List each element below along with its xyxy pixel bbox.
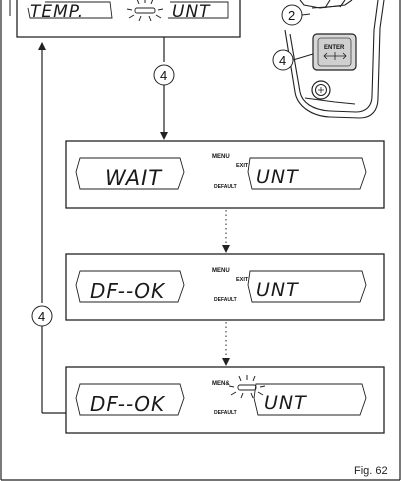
panel-1-left-text: WAIT	[105, 166, 163, 190]
callout-4-loop-label: 4	[38, 309, 45, 324]
step-arrowhead-3	[222, 358, 230, 366]
panel-3-menu-label: MEN&	[212, 381, 230, 387]
panel-2-default-label: DEFAULT	[214, 297, 237, 303]
step-arrowhead-1	[160, 132, 168, 140]
figure-caption: Fig. 62	[354, 465, 388, 477]
panel-3-left-text: DF--OK	[90, 392, 166, 416]
callout-4-step-label: 4	[160, 68, 167, 83]
enter-arrows-icon	[323, 52, 347, 60]
panel-2-exit-label: EXIT	[236, 277, 249, 283]
top-display-panel: TEMP. UNT	[9, 0, 241, 38]
horn-button-icon[interactable]	[311, 80, 331, 100]
callout-4-handlebar-label: 4	[279, 53, 286, 68]
panel-2-menu-label: MENU	[212, 268, 230, 274]
top-right-lcd-text: UNT	[172, 2, 211, 22]
panel-3-default-label: DEFAULT	[214, 410, 237, 416]
panel-3-blink-segment	[237, 384, 257, 391]
panel-3-right-text: UNT	[264, 392, 307, 414]
panel-2-left-text: DF--OK	[90, 279, 166, 303]
display-panel-3: DF--OK MEN& DEFAULT UNT	[65, 366, 385, 434]
callout-4-loop: 4	[31, 305, 53, 327]
blink-indicator-panel-3	[228, 375, 266, 399]
loop-arrowhead-up	[38, 42, 46, 50]
callout-2-label: 2	[288, 8, 295, 23]
panel-2-right-text: UNT	[256, 279, 299, 301]
callout-2: 2	[281, 4, 311, 26]
callout-4-handlebar: 4	[272, 49, 314, 71]
enter-button-label: ENTER	[324, 45, 345, 51]
display-panel-1: WAIT MENU EXIT DEFAULT UNT	[65, 140, 385, 209]
callout-4-step: 4	[153, 64, 175, 86]
blink-indicator-top	[126, 0, 164, 22]
panel-1-menu-label: MENU	[212, 154, 230, 160]
top-left-lcd-text: TEMP.	[30, 2, 84, 22]
panel-1-right-text: UNT	[256, 166, 299, 188]
enter-button-face	[317, 37, 352, 67]
handlebar-controller	[284, 0, 385, 119]
panel-1-default-label: DEFAULT	[214, 184, 237, 190]
top-blink-segment	[134, 7, 156, 14]
panel-1-exit-label: EXIT	[236, 163, 249, 169]
display-panel-2: DF--OK MENU EXIT DEFAULT UNT	[65, 253, 385, 321]
step-arrowhead-2	[222, 245, 230, 253]
